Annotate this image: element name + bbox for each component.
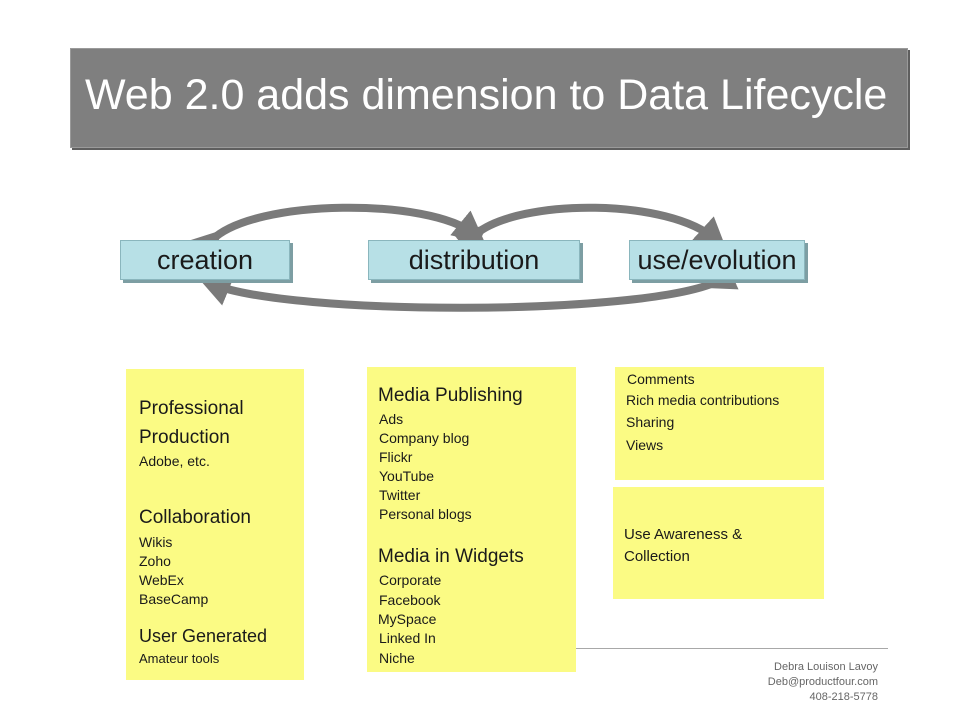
media-publishing-item: Twitter xyxy=(379,487,421,503)
use-note xyxy=(615,367,824,480)
awareness-note xyxy=(613,487,824,599)
widgets-heading: Media in Widgets xyxy=(378,546,524,567)
footer-email: Deb@productfour.com xyxy=(767,676,878,688)
media-publishing-item: Flickr xyxy=(379,449,413,465)
stage-distribution: distribution xyxy=(368,240,580,280)
footer-divider xyxy=(576,648,888,649)
use-item: Sharing xyxy=(626,414,675,430)
user-generated-note: Amateur tools xyxy=(139,651,220,666)
professional-heading-line-1: Professional xyxy=(139,398,244,419)
awareness-line: Collection xyxy=(624,548,690,565)
title-bar: Web 2.0 adds dimension to Data Lifecycle xyxy=(70,48,908,148)
distribution-note xyxy=(367,367,576,672)
use-item: Views xyxy=(626,437,664,453)
media-publishing-item: YouTube xyxy=(379,468,435,484)
use-item: Comments xyxy=(627,371,695,387)
stage-use-evolution: use/evolution xyxy=(629,240,805,280)
widgets-item: MySpace xyxy=(378,611,437,627)
media-publishing-item: Ads xyxy=(379,411,404,427)
media-publishing-item: Company blog xyxy=(379,430,470,446)
stage-creation: creation xyxy=(120,240,290,280)
arrow-creation-to-distribution xyxy=(188,203,486,264)
creation-note xyxy=(126,369,304,680)
media-publishing-item: Personal blogs xyxy=(379,506,472,522)
professional-note: Adobe, etc. xyxy=(139,453,210,469)
widgets-item: Facebook xyxy=(379,592,441,608)
widgets-item: Niche xyxy=(379,650,415,666)
widgets-item: Corporate xyxy=(379,572,442,588)
awareness-line: Use Awareness & xyxy=(624,526,743,543)
user-generated-heading: User Generated xyxy=(139,626,268,646)
widgets-item: Linked In xyxy=(379,630,436,646)
collaboration-item: Wikis xyxy=(139,534,173,550)
footer-phone: 408-218-5778 xyxy=(809,691,878,703)
collaboration-item: BaseCamp xyxy=(139,591,209,607)
arrow-distribution-to-use xyxy=(452,203,727,258)
use-item: Rich media contributions xyxy=(626,392,780,408)
collaboration-item: Zoho xyxy=(139,553,171,569)
collaboration-item: WebEx xyxy=(139,572,184,588)
collaboration-heading: Collaboration xyxy=(139,507,251,528)
media-publishing-heading: Media Publishing xyxy=(378,385,523,406)
footer-name: Debra Louison Lavoy xyxy=(774,661,878,673)
professional-heading-line-2: Production xyxy=(139,427,230,448)
slide-title: Web 2.0 adds dimension to Data Lifecycle xyxy=(85,71,888,119)
arrow-use-to-creation xyxy=(198,260,739,312)
